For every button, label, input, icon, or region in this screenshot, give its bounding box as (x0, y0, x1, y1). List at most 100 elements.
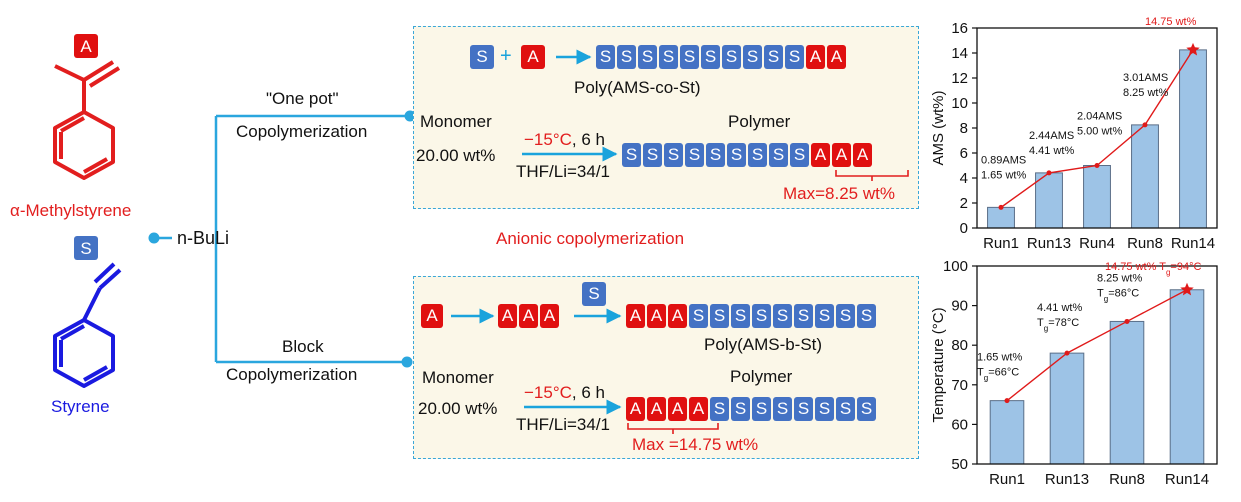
y-tick-label: 70 (951, 377, 968, 394)
data-annotation: 5.00 wt% (1077, 126, 1122, 138)
branch-end-dot-icon (404, 110, 416, 122)
a-unit: A (668, 397, 687, 421)
monomer-label-top: Monomer (420, 112, 492, 131)
a-unit: A (626, 397, 645, 421)
y-tick-label: 14 (951, 45, 968, 62)
s-unit: S (794, 397, 813, 421)
data-annotation: 1.65 wt% (977, 352, 1022, 364)
initiator-dot-icon (148, 232, 160, 244)
bar (1169, 289, 1205, 465)
a-unit: A (647, 304, 666, 328)
time-top: , 6 h (571, 130, 606, 149)
added-s: S (582, 282, 606, 306)
plot-frame (976, 27, 1218, 229)
a-unit: A (811, 143, 830, 167)
a-unit: A (853, 143, 872, 167)
s-unit: S (727, 143, 746, 167)
trend-marker (1124, 318, 1130, 324)
s-unit: S (664, 143, 683, 167)
y-tick-label: 10 (951, 95, 968, 112)
a-unit: A (626, 304, 645, 328)
ams-name: α-Methylstyrene (10, 201, 132, 220)
styrene-name: Styrene (51, 397, 110, 416)
s-unit: S (622, 143, 641, 167)
x-tick-label: Run14 (1165, 471, 1209, 488)
s-unit: S (710, 397, 729, 421)
y-tick-label: 2 (960, 195, 968, 212)
block-product-name: Poly(AMS-b-St) (704, 335, 823, 354)
s-unit: S (752, 304, 771, 328)
s-unit: S (857, 397, 876, 421)
reactant-s: S (470, 45, 494, 69)
s-unit: S (752, 397, 771, 421)
s-unit: S (773, 304, 792, 328)
y-tick-label: 80 (951, 337, 968, 354)
y-tick-label: 12 (951, 70, 968, 87)
x-tick-label: Run8 (1127, 235, 1163, 252)
bar (1083, 165, 1111, 229)
x-tick-label: Run1 (983, 235, 1019, 252)
a-unit: A (521, 45, 545, 69)
a-unit: A (832, 143, 851, 167)
x-tick-label: Run13 (1045, 471, 1089, 488)
y-axis-label: AMS (wt%) (930, 90, 947, 165)
x-tick-label: Run8 (1109, 471, 1145, 488)
s-unit: S (857, 304, 876, 328)
s-unit: S (710, 304, 729, 328)
trend-star-marker (1180, 282, 1194, 296)
x-tick-label: Run13 (1027, 235, 1071, 252)
ratio-bottom: THF/Li=34/1 (516, 415, 611, 434)
trend-marker (1142, 122, 1148, 128)
data-annotation: 4.41 wt% (1037, 302, 1082, 314)
s-unit: S (638, 45, 657, 69)
s-unit: S (596, 45, 615, 69)
bar (1049, 352, 1085, 465)
trend-marker (1064, 350, 1070, 356)
data-annotation: 14.75 wt% Tg=94°C (1105, 261, 1201, 277)
center-title: Anionic copolymerization (496, 229, 685, 248)
start-a: A (421, 304, 443, 328)
s-unit: S (764, 45, 783, 69)
y-tick-label: 6 (960, 145, 968, 162)
y-tick-label: 60 (951, 416, 968, 433)
temperature-top: −15°C (524, 130, 572, 149)
s-unit: S (731, 304, 750, 328)
data-annotation: Tg=66°C (977, 367, 1019, 383)
a-unit: A (689, 397, 708, 421)
s-unit: S (785, 45, 804, 69)
bar (1179, 49, 1207, 229)
conditions-bottom: −15°C, 6 h (524, 384, 605, 401)
y-tick-label: 50 (951, 456, 968, 473)
bar (1131, 124, 1159, 229)
s-unit: S (790, 143, 809, 167)
s-unit: S (731, 397, 750, 421)
s-unit: S (689, 304, 708, 328)
a-unit: A (806, 45, 825, 69)
s-unit: S (706, 143, 725, 167)
s-unit: S (470, 45, 494, 69)
plus-sign: + (500, 45, 512, 67)
bar (987, 206, 1015, 229)
y-tick-label: 0 (960, 220, 968, 237)
trend-marker (998, 204, 1004, 210)
s-unit: S (722, 45, 741, 69)
data-annotation: 1.65 wt% (981, 169, 1026, 181)
bar (989, 400, 1025, 465)
s-unit: S (743, 45, 762, 69)
badge-a: A (74, 34, 98, 58)
x-tick-label: Run4 (1079, 235, 1115, 252)
s-unit: S (617, 45, 636, 69)
trend-marker (1046, 170, 1052, 176)
reactant-a: A (521, 45, 545, 69)
monomer-label-bottom: Monomer (422, 368, 494, 387)
s-unit: S (773, 397, 792, 421)
data-annotation: 6.22AMS (1145, 10, 1190, 13)
